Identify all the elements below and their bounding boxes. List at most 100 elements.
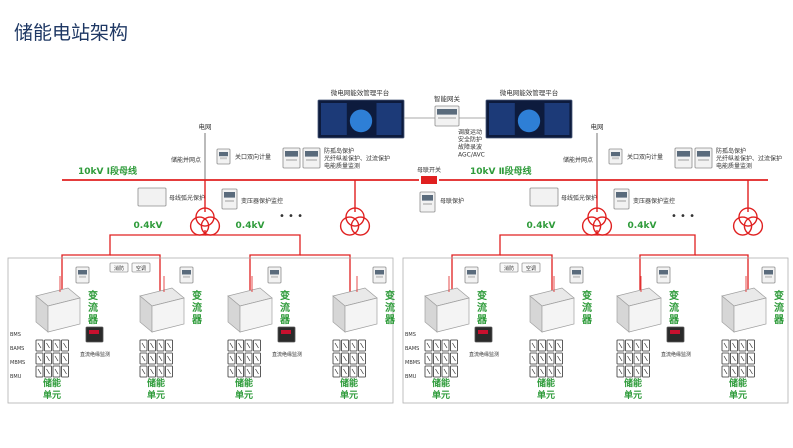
device-slot [225, 200, 234, 202]
device-screen [78, 270, 87, 275]
pcs-front [344, 297, 378, 333]
screen-panel-right [544, 103, 570, 135]
battery-cell-mark [360, 368, 364, 375]
pcs-front [541, 297, 575, 333]
bms-label-0-1: BAMS [10, 346, 24, 352]
battery-cell-mark [426, 342, 431, 349]
pcs-meter [464, 266, 479, 284]
device-body [761, 266, 776, 284]
gateway-label: 智能网关 [434, 94, 461, 103]
battery-cell-mark [531, 355, 536, 362]
device-slot [617, 200, 626, 202]
lv-feeder-3 [300, 254, 351, 292]
battery-cell-mark [343, 368, 347, 375]
platform-function-3: AGC/AVC [458, 152, 485, 159]
dc-monitor-label: 直流绝缘监测 [272, 351, 302, 358]
bms-label-0-0: BMS [10, 332, 21, 338]
busbar-arc-device-right [529, 187, 559, 207]
lv-feeder-4 [451, 230, 598, 292]
battery-cell-mark [531, 342, 536, 349]
dc-monitor-device [85, 326, 104, 343]
battery-cell-mark [238, 342, 242, 349]
ellipsis-right: • • • [671, 211, 695, 222]
transformer-winding-lv1 [732, 216, 753, 236]
battery-cell-mark [557, 355, 561, 362]
busbar-arc-label-right: 母线弧光保护 [561, 194, 597, 202]
battery-cell-mark [63, 368, 67, 375]
device-slot [678, 159, 689, 161]
storage-unit-label-line1: 储能 [147, 377, 165, 389]
lv-label-b-right: 0.4kV [628, 221, 657, 231]
device-slot [468, 275, 475, 278]
bms-label-1-3: BMU [405, 374, 417, 380]
lv-feeder-7 [695, 254, 749, 292]
battery-cell-mark [334, 368, 339, 375]
storage-unit-label-line2: 单元 [147, 389, 165, 401]
battery-cell-mark [246, 368, 251, 375]
screen-center-graphic [517, 109, 541, 133]
storage-unit-label-line2: 单元 [432, 389, 450, 401]
pcs-label-char: 变 [192, 289, 202, 302]
screen-panel-right [376, 103, 402, 135]
pcs-front [151, 297, 185, 333]
battery-cell-mark [435, 342, 439, 349]
device-slot [573, 275, 580, 278]
bms-label-1-0: BMS [405, 332, 416, 338]
aux-label-1-0: 消防 [504, 265, 514, 272]
battery-cell-mark [627, 355, 631, 362]
battery-cell-mark [167, 342, 171, 349]
pcs-label-char: 流 [385, 301, 395, 314]
pcs-label-char: 流 [88, 301, 98, 314]
battery-cell-mark [63, 355, 67, 362]
device-slot [286, 159, 297, 161]
pcs-meter [75, 266, 90, 284]
battery-cell-mark [46, 355, 50, 362]
busbar-arc-device-left [137, 187, 167, 207]
battery-cell-mark [540, 368, 544, 375]
battery-cell-mark [627, 342, 631, 349]
device-screen [611, 152, 620, 157]
device-screen [437, 109, 457, 115]
dc-monitor-indicator [89, 330, 99, 334]
battery-cell-mark [723, 342, 728, 349]
battery-cell-mark [723, 355, 728, 362]
pcs-label-char: 流 [280, 301, 290, 314]
ellipsis-left: • • • [279, 211, 303, 222]
pcs-label-char: 流 [669, 301, 679, 314]
battery-cell-mark [452, 368, 456, 375]
battery-cell-mark [360, 342, 364, 349]
device-slot [183, 275, 190, 278]
battery-cell-mark [229, 355, 234, 362]
battery-cell-mark [229, 368, 234, 375]
page-title: 储能电站架构 [14, 22, 129, 44]
battery-cell-mark [141, 368, 146, 375]
device-body [464, 266, 479, 284]
device-screen [659, 270, 668, 275]
lv-feeder-6 [597, 234, 696, 292]
device-screen [697, 151, 710, 157]
battery-cell-mark [557, 368, 561, 375]
lv-feeder-0 [61, 230, 206, 292]
device-body [372, 266, 387, 284]
battery-cell-mark [426, 355, 431, 362]
platform-left-title: 微电网能效管理平台 [331, 88, 390, 97]
platform-right-screen [485, 99, 573, 139]
battery-cell-mark [343, 355, 347, 362]
battery-cell-mark [540, 355, 544, 362]
pcs-label-char: 变 [477, 289, 487, 302]
bms-label-0-3: BMU [10, 374, 22, 380]
connection-point-right: 储能并网点 [563, 156, 593, 164]
battery-cell-mark [749, 368, 753, 375]
pcs-label-char: 流 [582, 301, 592, 314]
aux-box-1-0 [499, 262, 519, 273]
battery-cell-mark [740, 342, 745, 349]
bus-coupler-protection-label: 母联保护 [440, 197, 464, 205]
device-screen [375, 270, 384, 275]
device-screen [422, 195, 433, 201]
battery-cell-mark [443, 355, 448, 362]
protection-device-a-right [674, 147, 693, 169]
